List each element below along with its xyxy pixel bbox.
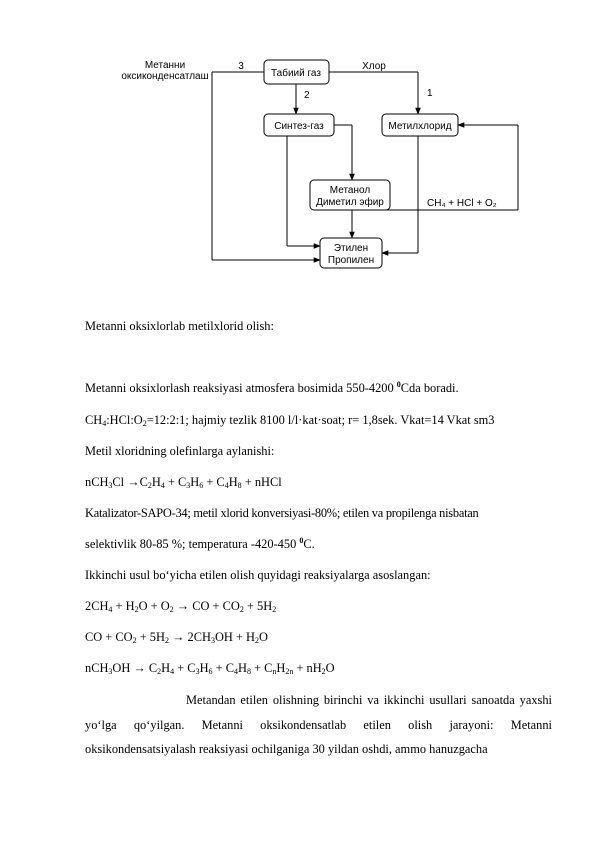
heading: Metanni oksixlorlab metilxlorid olish: xyxy=(85,319,274,333)
paragraph-ratio: CH4:HCl:O2=12:2:1; hajmiy tezlik 8100 l/… xyxy=(85,413,495,428)
chlorine-label: Хлор xyxy=(362,61,386,72)
paragraph-conversion-title: Metil xloridning olefinlarga aylanishi: xyxy=(85,444,275,458)
reaction-methyl-chloride: nCH3Cl →C2H4 + C3H6 + C4H8 + nHCl xyxy=(85,475,282,490)
route-1-label: 1 xyxy=(427,88,433,99)
paragraph-catalyst-2: selektivlik 80-85 %; temperatura -420-45… xyxy=(85,536,315,552)
ethylene-label: Этилен xyxy=(334,243,368,254)
paragraph-second-method: Ikkinchi usul bo‘yicha etilen olish quyi… xyxy=(85,568,431,582)
route-2-label: 2 xyxy=(304,90,310,101)
paragraph-conclusion: Metandan etilen olishning birinchi va ik… xyxy=(85,693,552,756)
natural-gas-label: Табиий газ xyxy=(271,67,321,79)
dimethyl-ether-label: Диметил эфир xyxy=(316,196,384,208)
ocm-label-2: оксиконденсатлаш xyxy=(121,71,208,82)
methanol-label: Метанол xyxy=(330,185,371,196)
ocm-label-1: Метанни xyxy=(145,60,185,71)
reaction-syngas: 2CH4 + H2O + O2 → CO + CO2 + 5H2 xyxy=(85,599,277,614)
propylene-label: Пропилен xyxy=(328,255,374,266)
route-3-label: 3 xyxy=(238,61,244,72)
paragraph-catalyst-1: Katalizator-SAPO-34; metil xlorid konver… xyxy=(85,506,479,520)
reaction-methanol: CO + CO2 + 5H2 → 2CH3OH + H2O xyxy=(85,630,268,645)
syngas-label: Синтез-газ xyxy=(274,121,324,132)
process-flow-diagram: Табиий газ Синтез-газ Метилхлорид Метано… xyxy=(121,59,519,269)
recycle-label: CH₄ + HCl + O₂ xyxy=(427,198,497,209)
paragraph-temperature: Metanni oksixlorlash reaksiyasi atmosfer… xyxy=(85,380,459,396)
reaction-olefins: nCH3OH → C2H4 + C3H6 + C4H8 + CnH2n + nH… xyxy=(85,661,335,676)
methyl-chloride-label: Метилхлорид xyxy=(388,121,451,132)
